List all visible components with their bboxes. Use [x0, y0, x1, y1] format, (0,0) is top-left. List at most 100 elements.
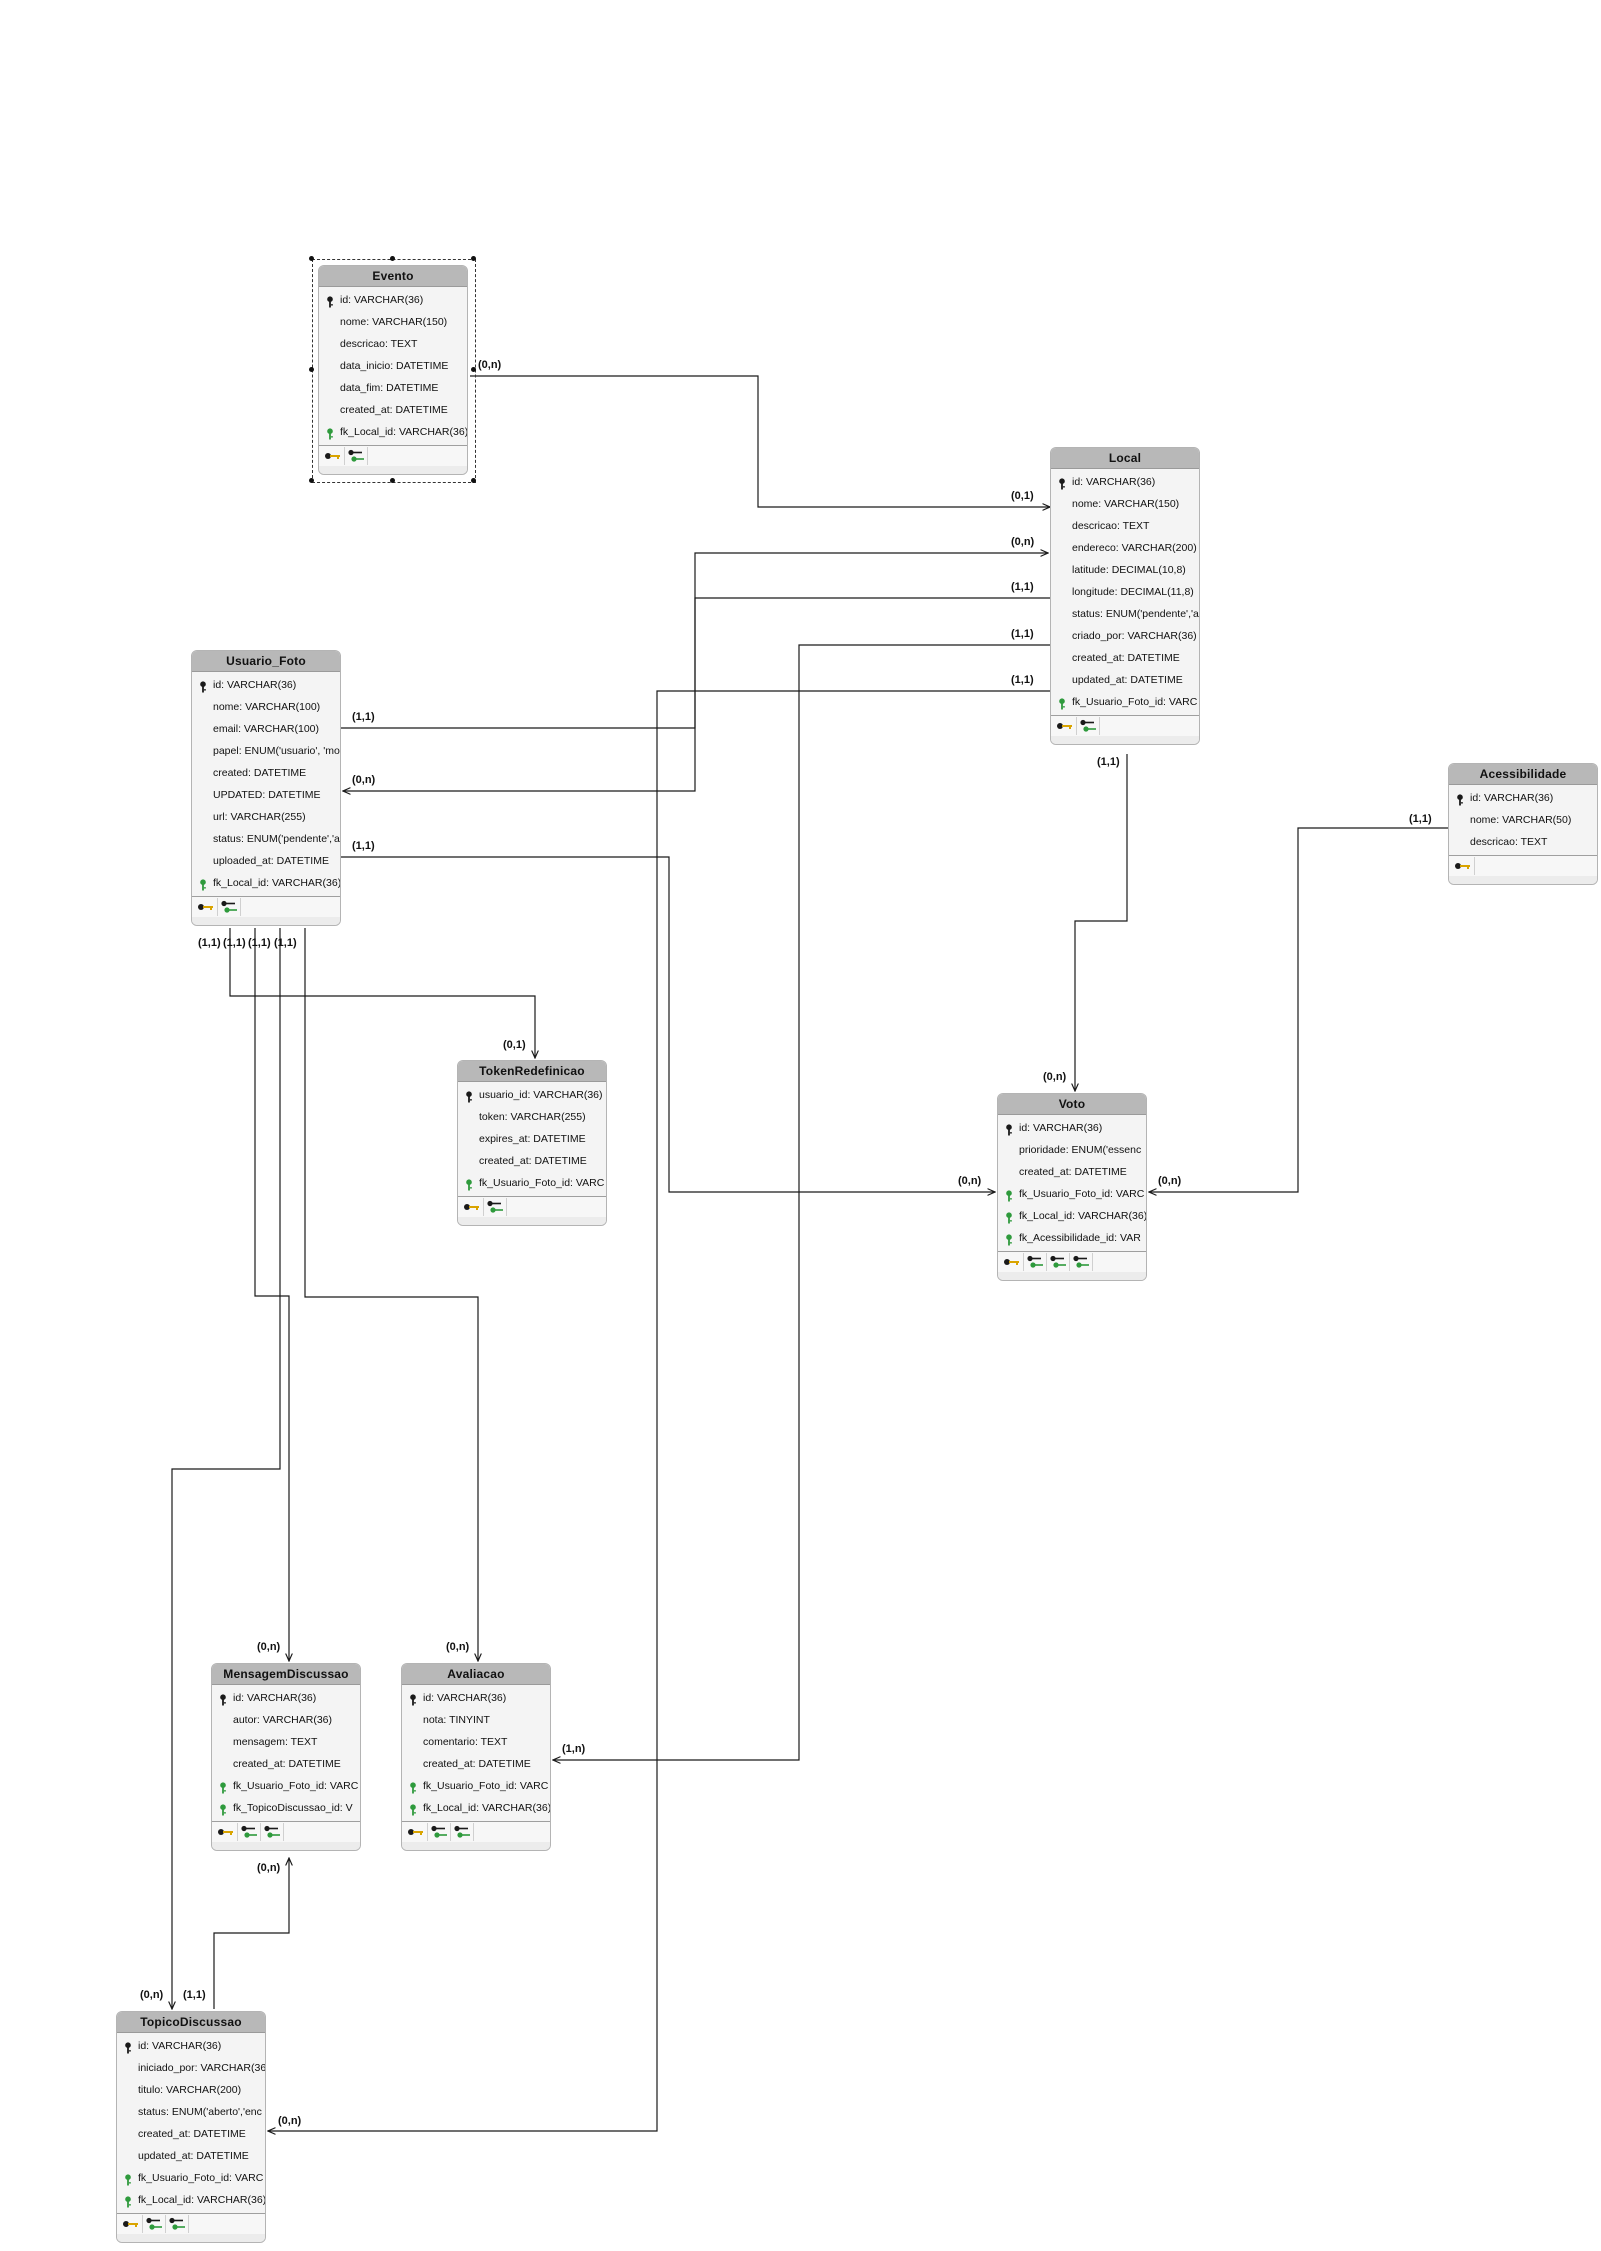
entity-field[interactable]: created_at: DATETIME — [319, 399, 467, 421]
entity-field[interactable]: created_at: DATETIME — [117, 2123, 265, 2145]
entity-field[interactable]: fk_Usuario_Foto_id: VARC — [998, 1183, 1146, 1205]
entity-field[interactable]: email: VARCHAR(100) — [192, 718, 340, 740]
entity-field[interactable]: fk_Local_id: VARCHAR(36) — [319, 421, 467, 443]
entity-field[interactable]: nome: VARCHAR(150) — [1051, 493, 1199, 515]
entity-field[interactable]: mensagem: TEXT — [212, 1731, 360, 1753]
entity-field[interactable]: fk_Usuario_Foto_id: VARC — [402, 1775, 550, 1797]
entity-field[interactable]: usuario_id: VARCHAR(36) — [458, 1084, 606, 1106]
entity-field[interactable]: papel: ENUM('usuario', 'mo — [192, 740, 340, 762]
entity-field[interactable]: fk_Usuario_Foto_id: VARC — [1051, 691, 1199, 713]
relationship-line-evento-local[interactable] — [470, 375, 1050, 507]
entity-field[interactable]: status: ENUM('pendente','a — [192, 828, 340, 850]
entity-field[interactable]: iniciado_por: VARCHAR(36) — [117, 2057, 265, 2079]
entity-field[interactable]: status: ENUM('aberto','enc — [117, 2101, 265, 2123]
entity-field[interactable]: uploaded_at: DATETIME — [192, 850, 340, 872]
entity-field[interactable]: fk_Usuario_Foto_id: VARC — [458, 1172, 606, 1194]
resize-handle[interactable] — [309, 256, 314, 261]
entity-field[interactable]: status: ENUM('pendente','a — [1051, 603, 1199, 625]
entity-field[interactable]: nome: VARCHAR(50) — [1449, 809, 1597, 831]
field-text: usuario_id: VARCHAR(36) — [479, 1089, 603, 1101]
resize-handle[interactable] — [309, 478, 314, 483]
entity-field[interactable]: created_at: DATETIME — [1051, 647, 1199, 669]
entity-field[interactable]: prioridade: ENUM('essenc — [998, 1139, 1146, 1161]
entity-field[interactable]: id: VARCHAR(36) — [1051, 471, 1199, 493]
entity-field[interactable]: id: VARCHAR(36) — [117, 2035, 265, 2057]
entity-field[interactable]: data_inicio: DATETIME — [319, 355, 467, 377]
resize-handle[interactable] — [471, 367, 476, 372]
relationship-line-local-voto[interactable] — [1075, 754, 1128, 1091]
relationship-line-local-usuario_foto[interactable] — [343, 597, 1050, 791]
entity-field[interactable]: created_at: DATETIME — [212, 1753, 360, 1775]
entity-field[interactable]: fk_TopicoDiscussao_id: V — [212, 1797, 360, 1819]
entity-field[interactable]: created_at: DATETIME — [402, 1753, 550, 1775]
relationship-line-acessibilidade-voto[interactable] — [1149, 827, 1448, 1192]
entity-field[interactable]: descricao: TEXT — [1051, 515, 1199, 537]
entity-field[interactable]: id: VARCHAR(36) — [998, 1117, 1146, 1139]
entity-field[interactable]: fk_Usuario_Foto_id: VARC — [212, 1775, 360, 1797]
entity-field[interactable]: descricao: TEXT — [1449, 831, 1597, 853]
entity-field[interactable]: data_fim: DATETIME — [319, 377, 467, 399]
relationship-line-local-topicodiscussao[interactable] — [268, 690, 1050, 2131]
entity-field[interactable]: id: VARCHAR(36) — [1449, 787, 1597, 809]
relationship-line-usuario_foto-avaliacao[interactable] — [304, 928, 478, 1661]
entity-field[interactable]: fk_Local_id: VARCHAR(36) — [117, 2189, 265, 2211]
foreign-key-icon — [1005, 1210, 1013, 1224]
entity-field[interactable]: fk_Usuario_Foto_id: VARC — [117, 2167, 265, 2189]
entity-field[interactable]: expires_at: DATETIME — [458, 1128, 606, 1150]
field-text: fk_Local_id: VARCHAR(36) — [1019, 1210, 1146, 1222]
entity-field[interactable]: titulo: VARCHAR(200) — [117, 2079, 265, 2101]
entity-field[interactable]: created_at: DATETIME — [458, 1150, 606, 1172]
relationship-line-usuario_foto-mensagemdiscussao[interactable] — [254, 928, 289, 1661]
resize-handle[interactable] — [471, 256, 476, 261]
entity-field[interactable]: latitude: DECIMAL(10,8) — [1051, 559, 1199, 581]
entity-field[interactable]: id: VARCHAR(36) — [319, 289, 467, 311]
entity-field[interactable]: fk_Local_id: VARCHAR(36) — [402, 1797, 550, 1819]
foreign-key-icon — [326, 426, 334, 440]
field-text: UPDATED: DATETIME — [213, 789, 321, 801]
entity-field[interactable]: fk_Local_id: VARCHAR(36) — [998, 1205, 1146, 1227]
entity-field[interactable]: id: VARCHAR(36) — [402, 1687, 550, 1709]
entity-field[interactable]: autor: VARCHAR(36) — [212, 1709, 360, 1731]
relationship-line-topicodiscussao-mensagemdiscussao[interactable] — [213, 1858, 289, 2009]
resize-handle[interactable] — [390, 256, 395, 261]
entity-field[interactable]: created_at: DATETIME — [998, 1161, 1146, 1183]
cardinality-label: (0,n) — [1158, 1175, 1182, 1187]
relationship-line-local-avaliacao[interactable] — [553, 644, 1050, 1760]
entity-field[interactable]: descricao: TEXT — [319, 333, 467, 355]
entity-field[interactable]: id: VARCHAR(36) — [212, 1687, 360, 1709]
resize-handle[interactable] — [390, 478, 395, 483]
field-text: created_at: DATETIME — [1072, 652, 1180, 664]
entity-field[interactable]: longitude: DECIMAL(11,8) — [1051, 581, 1199, 603]
entity-field[interactable]: updated_at: DATETIME — [1051, 669, 1199, 691]
entity-field[interactable]: criado_por: VARCHAR(36) — [1051, 625, 1199, 647]
resize-handle[interactable] — [309, 367, 314, 372]
entity-field[interactable]: endereco: VARCHAR(200) — [1051, 537, 1199, 559]
field-text: nome: VARCHAR(150) — [340, 316, 448, 328]
entity-field[interactable]: nota: TINYINT — [402, 1709, 550, 1731]
resize-handle[interactable] — [471, 478, 476, 483]
entity-key-summary — [192, 896, 340, 917]
entity-field[interactable]: UPDATED: DATETIME — [192, 784, 340, 806]
entity-field[interactable]: id: VARCHAR(36) — [192, 674, 340, 696]
relationship-line-usuario_foto-local[interactable] — [341, 553, 1048, 729]
entity-field[interactable]: updated_at: DATETIME — [117, 2145, 265, 2167]
entity-field[interactable]: nome: VARCHAR(150) — [319, 311, 467, 333]
entity-field[interactable]: token: VARCHAR(255) — [458, 1106, 606, 1128]
entity-field[interactable]: fk_Acessibilidade_id: VAR — [998, 1227, 1146, 1249]
entity-field[interactable]: comentario: TEXT — [402, 1731, 550, 1753]
entity-field[interactable]: nome: VARCHAR(100) — [192, 696, 340, 718]
entity-field[interactable]: created: DATETIME — [192, 762, 340, 784]
entity-field[interactable]: fk_Local_id: VARCHAR(36) — [192, 872, 340, 894]
entity-field[interactable]: url: VARCHAR(255) — [192, 806, 340, 828]
relationship-line-usuario_foto-voto[interactable] — [341, 856, 995, 1192]
